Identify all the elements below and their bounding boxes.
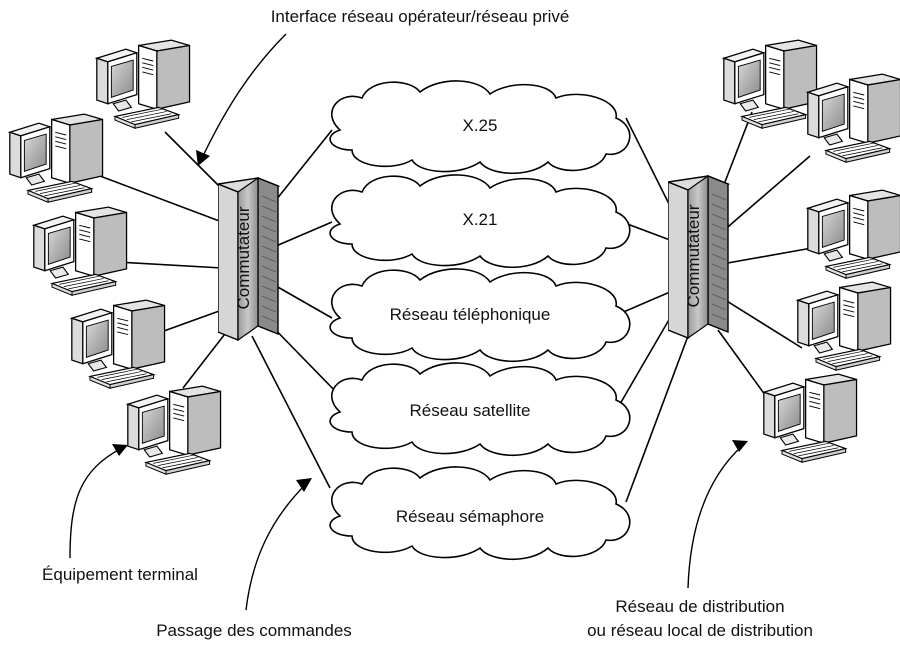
computer-icon [723,39,818,129]
commands-arrow [245,483,307,611]
network-clouds [329,80,631,561]
cloud-semaphore [329,466,631,561]
left-switch: Commutateur [218,177,279,341]
terminal-label: Équipement terminal [42,565,198,584]
computer-icon [96,39,191,129]
computer-icon [71,299,166,389]
interface-arrow [201,33,287,159]
left-switch-label: Commutateur [234,206,253,309]
computer-icon [797,281,892,371]
annotation-arrows [69,33,743,611]
distribution-arrow-head [732,440,748,452]
right-computers [723,39,900,463]
network-label-semaphore: Réseau sémaphore [396,507,544,526]
interface-label: Interface réseau opérateur/réseau privé [271,7,570,26]
right-switch-label: Commutateur [684,204,703,307]
left-computers [9,39,222,475]
computer-icon [807,189,900,279]
computer-icon [763,373,858,463]
annotations: Interface réseau opérateur/réseau privé … [42,7,813,640]
network-label-telephone: Réseau téléphonique [390,305,551,324]
network-label-satellite: Réseau satellite [410,401,531,420]
cloud-satellite [329,362,631,457]
cloud-x21 [329,174,631,269]
network-label-x25: X.25 [463,116,498,135]
commands-arrow-head [296,478,312,492]
network-labels: X.25 X.21 Réseau téléphonique Réseau sat… [390,116,551,526]
right-switch: Commutateur [668,175,729,339]
terminal-arrow [69,447,123,559]
right-computer-links [717,111,813,411]
cloud-x25 [329,80,631,175]
computer-icon [127,385,222,475]
computer-icon [807,73,900,163]
cloud-telephone [329,268,631,363]
distribution-label-line2: ou réseau local de distribution [587,621,813,640]
distribution-arrow [687,445,743,589]
distribution-label-line1: Réseau de distribution [615,597,784,616]
computer-icon [9,113,104,203]
terminal-arrow-head [112,444,128,456]
computer-icon [33,206,128,296]
commands-label: Passage des commandes [156,621,352,640]
network-label-x21: X.21 [463,210,498,229]
interface-arrow-head [196,150,210,166]
